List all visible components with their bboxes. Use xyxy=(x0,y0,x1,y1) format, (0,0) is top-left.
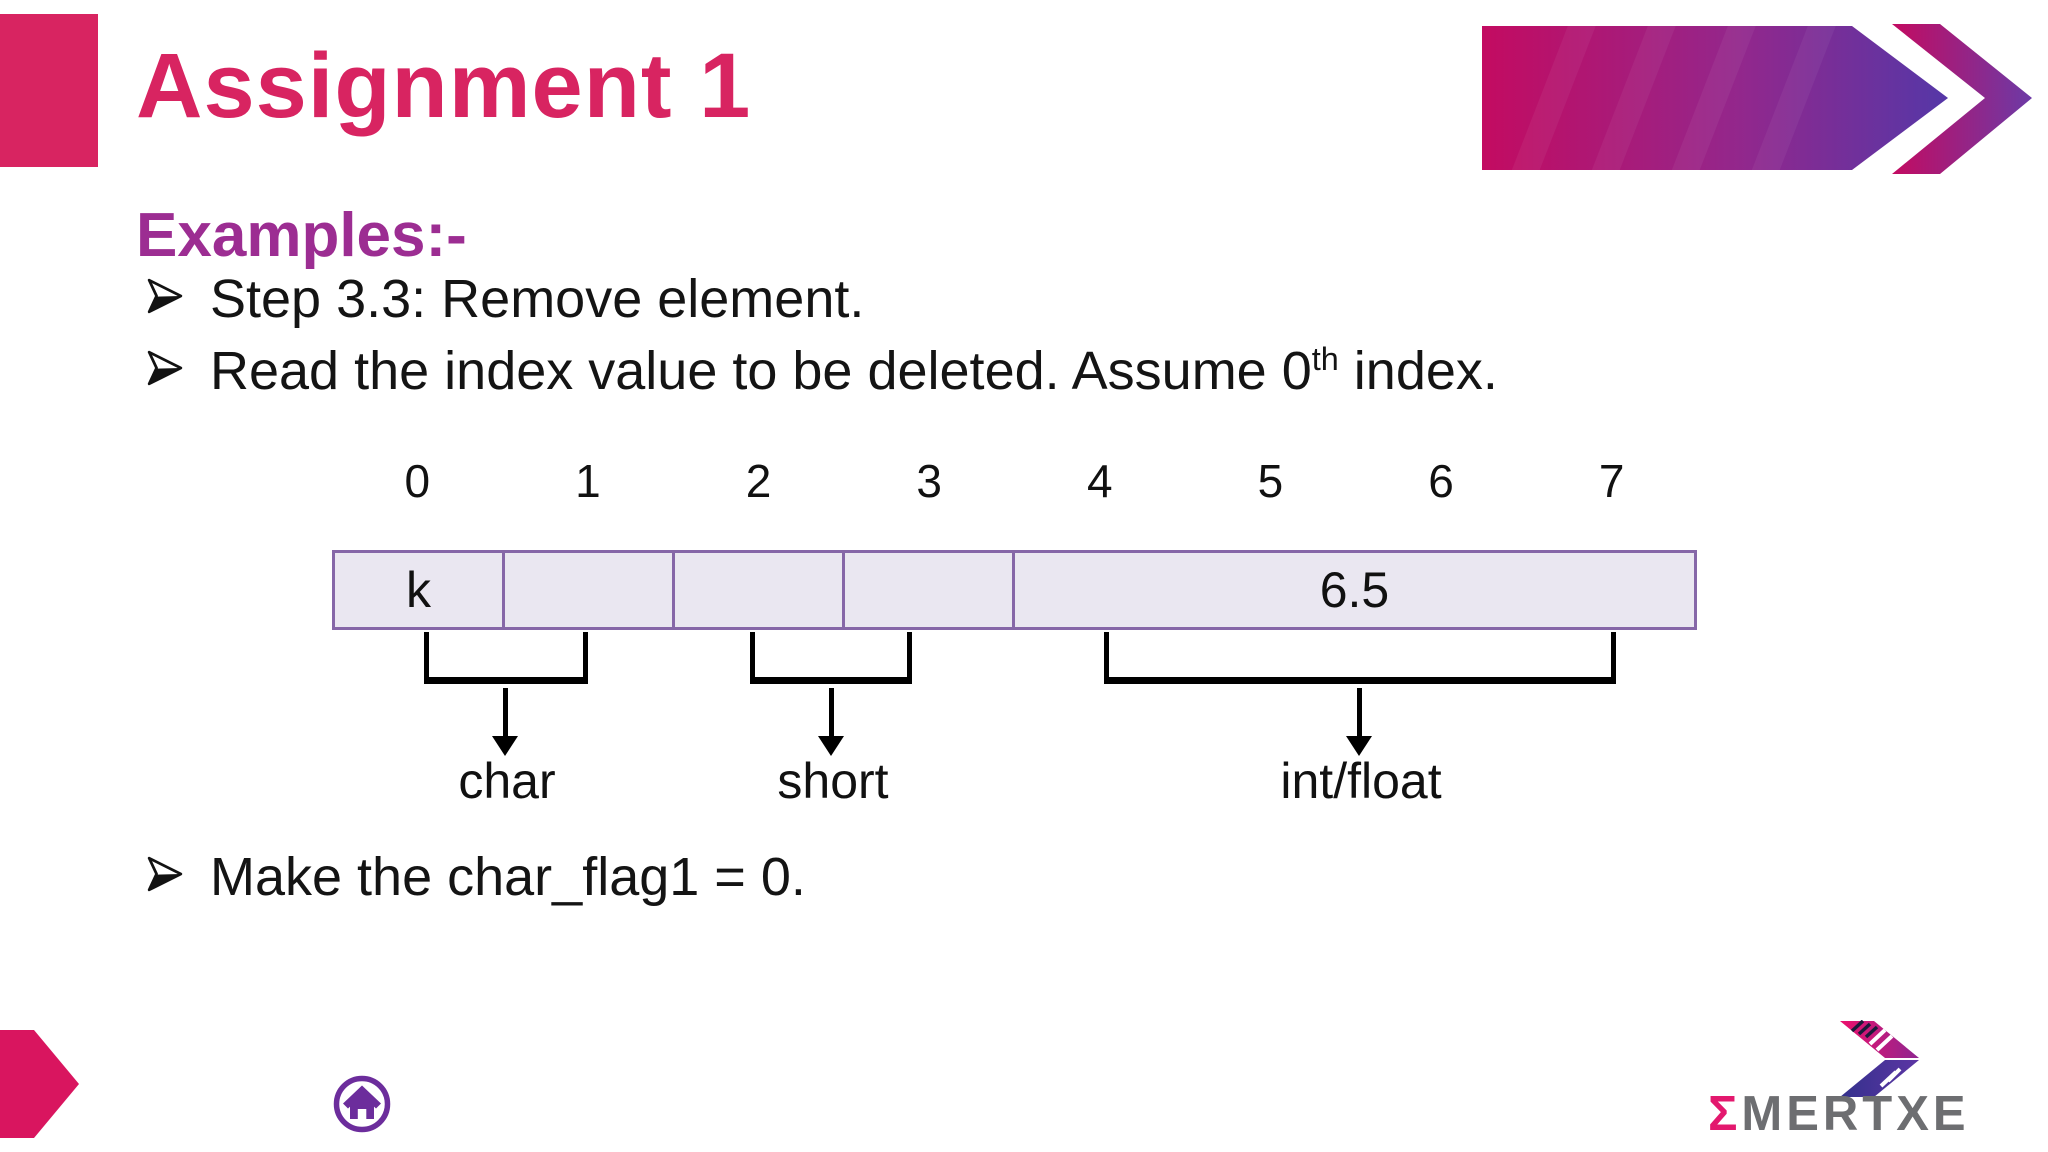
bracket-char xyxy=(424,632,588,684)
type-label-char: char xyxy=(458,753,556,809)
page-title: Assignment 1 xyxy=(136,35,752,137)
arrow-stem xyxy=(503,688,508,738)
bullet-item: Step 3.3: Remove element. xyxy=(146,268,864,330)
section-heading: Examples:- xyxy=(136,201,467,270)
bullet-text-pre: Read the index value to be deleted. Assu… xyxy=(210,341,1312,401)
down-arrowhead-icon xyxy=(1346,736,1372,756)
corner-accent-square xyxy=(0,14,98,167)
index-label: 1 xyxy=(575,455,601,507)
bullet-item: Read the index value to be deleted. Assu… xyxy=(146,340,1498,402)
pentagon-arrow-icon xyxy=(0,1030,79,1138)
index-label: 2 xyxy=(745,455,772,507)
arrow-stem xyxy=(1357,688,1362,738)
logo-word: MERTXE xyxy=(1741,1087,1970,1141)
bullet-arrow-icon xyxy=(147,278,183,314)
array-cell-1 xyxy=(505,553,675,627)
bullet-text: Read the index value to be deleted. Assu… xyxy=(210,340,1498,402)
home-icon xyxy=(343,1085,381,1119)
array-cell-2 xyxy=(675,553,845,627)
array-cell-0: k xyxy=(335,553,505,627)
index-label: 7 xyxy=(1598,455,1625,507)
down-arrowhead-icon xyxy=(492,736,518,756)
emertxe-logo-text: ΣMERTXE xyxy=(1708,1086,1970,1142)
bullet-text: Make the char_flag1 = 0. xyxy=(210,847,806,907)
arrow-stem xyxy=(829,688,834,738)
array-index-row: 0 1 2 3 4 5 6 7 xyxy=(332,454,1697,508)
emertxe-logo-mark-icon xyxy=(1840,1020,1919,1097)
type-label-int-float: int/float xyxy=(1280,753,1442,809)
index-label: 4 xyxy=(1087,455,1113,507)
array-cell-4-7-merged: 6.5 xyxy=(1319,562,1390,618)
bullet-item: Make the char_flag1 = 0. xyxy=(146,846,806,908)
array-cell-3 xyxy=(845,553,1015,627)
gradient-arrow-banner-icon xyxy=(1482,24,2032,174)
logo-sigma: Σ xyxy=(1708,1087,1742,1141)
home-button[interactable] xyxy=(332,1074,392,1134)
bracket-short xyxy=(750,632,912,684)
index-label: 6 xyxy=(1428,455,1454,507)
bullet-text-post: index. xyxy=(1338,341,1498,401)
index-label: 0 xyxy=(404,455,431,507)
index-label: 3 xyxy=(916,455,942,507)
bullet-text: Step 3.3: Remove element. xyxy=(210,269,865,329)
type-label-short: short xyxy=(777,753,889,809)
bullet-arrow-icon xyxy=(147,856,183,892)
index-label: 5 xyxy=(1257,455,1284,507)
bracket-int-float xyxy=(1104,632,1616,684)
bullet-text-sup: th xyxy=(1311,341,1339,377)
bullet-arrow-icon xyxy=(147,350,183,386)
memory-array: k 6.5 xyxy=(332,550,1697,630)
down-arrowhead-icon xyxy=(818,736,844,756)
